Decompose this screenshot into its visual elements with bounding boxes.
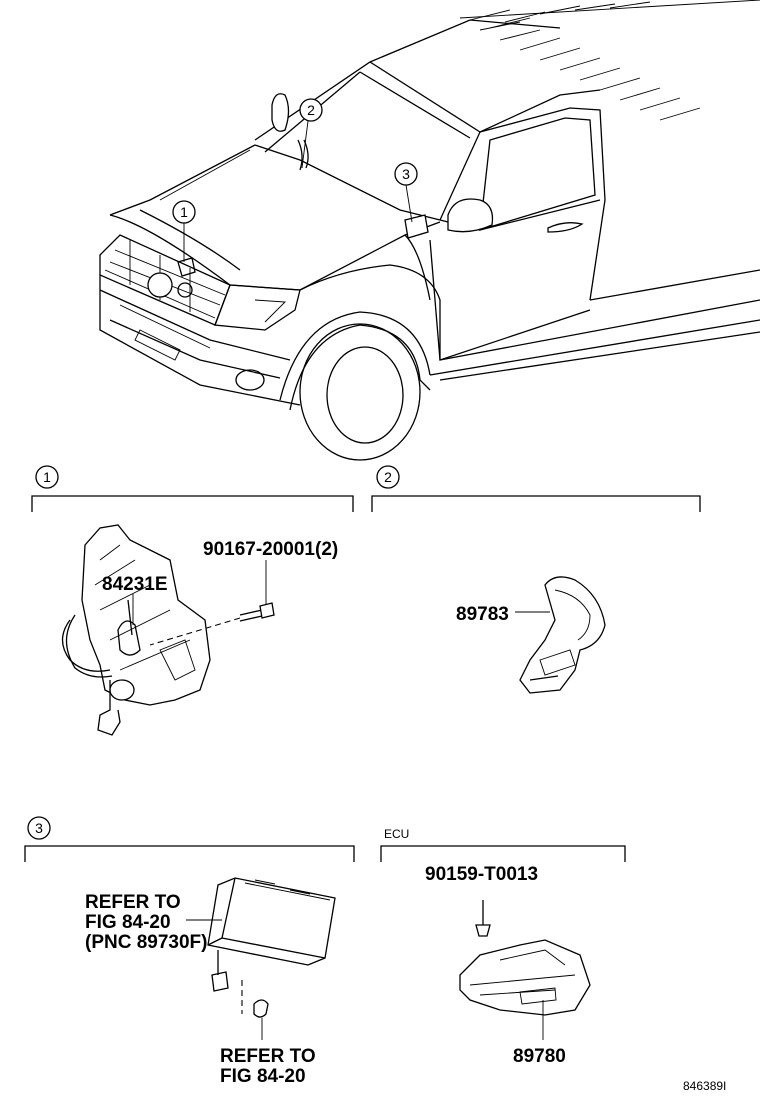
callout-3-label: 3 bbox=[402, 166, 410, 182]
diagram-code: 846389I bbox=[683, 1079, 726, 1093]
section-2-marker: 2 bbox=[384, 469, 392, 485]
refer-a-line2: FIG 84-20 bbox=[85, 912, 171, 933]
refer-b-line2: FIG 84-20 bbox=[220, 1066, 306, 1087]
callout-2: 2 bbox=[299, 98, 323, 169]
section-3: 3 REFER TO FIG 84-20 (PNC 89730F) REFER … bbox=[24, 816, 355, 1087]
vehicle-illustration: 1 2 3 bbox=[99, 0, 760, 461]
sensor-84231E-drawing bbox=[61, 524, 211, 736]
section-1: 1 84231E 90167-20001(2) bbox=[31, 465, 354, 736]
refer-a-line3: (PNC 89730F) bbox=[85, 932, 208, 953]
part-90159-label: 90159-T0013 bbox=[425, 864, 538, 885]
section-2: 2 89783 bbox=[371, 465, 701, 694]
section-1-marker: 1 bbox=[43, 469, 51, 485]
section-ecu: ECU 90159-T0013 89780 bbox=[380, 827, 626, 1067]
computer-89730F-drawing bbox=[207, 877, 336, 1018]
part-89783-label: 89783 bbox=[456, 604, 509, 625]
refer-b-line1: REFER TO bbox=[220, 1046, 316, 1067]
part-90167-label: 90167-20001(2) bbox=[203, 539, 338, 560]
callout-1: 1 bbox=[172, 200, 196, 262]
refer-a-line1: REFER TO bbox=[85, 892, 181, 913]
section-3-marker: 3 bbox=[35, 820, 43, 836]
callout-2-label: 2 bbox=[307, 102, 315, 118]
part-89780-label: 89780 bbox=[513, 1046, 566, 1067]
ecu-section-title: ECU bbox=[384, 827, 409, 841]
callout-3: 3 bbox=[394, 162, 418, 223]
sensor-89783-drawing bbox=[519, 576, 606, 694]
part-84231E-label: 84231E bbox=[102, 574, 168, 595]
callout-1-label: 1 bbox=[180, 204, 188, 220]
bolt-90167-drawing bbox=[149, 560, 275, 646]
ecu-89780-drawing bbox=[459, 900, 591, 1016]
